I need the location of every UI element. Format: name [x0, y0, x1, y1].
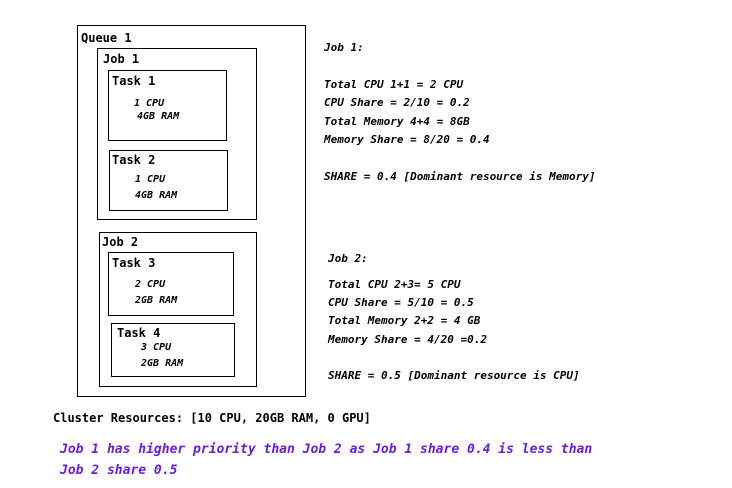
task-2-box: Task 2 1 CPU 4GB RAM	[109, 150, 228, 211]
job-1-calc-line: Total Memory 4+4 = 8GB	[324, 115, 470, 128]
task-1-box: Task 1 1 CPU 4GB RAM	[108, 70, 227, 141]
job-2-calc-line: Total CPU 2+3= 5 CPU	[328, 278, 461, 291]
task-4-cpu: 3 CPU	[141, 342, 172, 353]
conclusion-line-1: Job 1 has higher priority than Job 2 as …	[60, 442, 593, 457]
job-1-calc-line: Memory Share = 8/20 = 0.4	[324, 133, 490, 146]
job-2-share: SHARE = 0.5 [Dominant resource is CPU]	[328, 369, 580, 382]
job-1-title: Job 1	[103, 52, 140, 66]
task-3-box: Task 3 2 CPU 2GB RAM	[108, 252, 234, 316]
job-2-calc-line: CPU Share = 5/10 = 0.5	[328, 296, 474, 309]
cluster-resources: Cluster Resources: [10 CPU, 20GB RAM, 0 …	[53, 411, 371, 425]
job-2-calc-line: Memory Share = 4/20 =0.2	[328, 333, 487, 346]
job-2-calc-heading: Job 2:	[328, 252, 368, 265]
task-4-box: Task 4 3 CPU 2GB RAM	[111, 323, 235, 377]
task-4-ram: 2GB RAM	[141, 358, 184, 369]
task-1-cpu: 1 CPU	[134, 98, 165, 109]
task-4-title: Task 4	[117, 326, 161, 340]
task-1-ram: 4GB RAM	[137, 111, 180, 122]
task-2-ram: 4GB RAM	[135, 190, 178, 201]
job-1-share: SHARE = 0.4 [Dominant resource is Memory…	[324, 170, 596, 183]
task-1-title: Task 1	[112, 74, 156, 88]
job-1-calc-line: CPU Share = 2/10 = 0.2	[324, 96, 470, 109]
conclusion-line-2: Job 2 share 0.5	[60, 463, 178, 478]
queue-title: Queue 1	[81, 31, 132, 45]
job-1-calc-heading: Job 1:	[324, 41, 364, 54]
task-3-cpu: 2 CPU	[135, 279, 166, 290]
task-3-ram: 2GB RAM	[135, 295, 178, 306]
job-2-calc-line: Total Memory 2+2 = 4 GB	[328, 314, 481, 327]
task-2-title: Task 2	[112, 153, 156, 167]
job-1-calc-line: Total CPU 1+1 = 2 CPU	[324, 78, 464, 91]
task-3-title: Task 3	[112, 256, 156, 270]
job-2-title: Job 2	[102, 235, 139, 249]
task-2-cpu: 1 CPU	[135, 174, 166, 185]
